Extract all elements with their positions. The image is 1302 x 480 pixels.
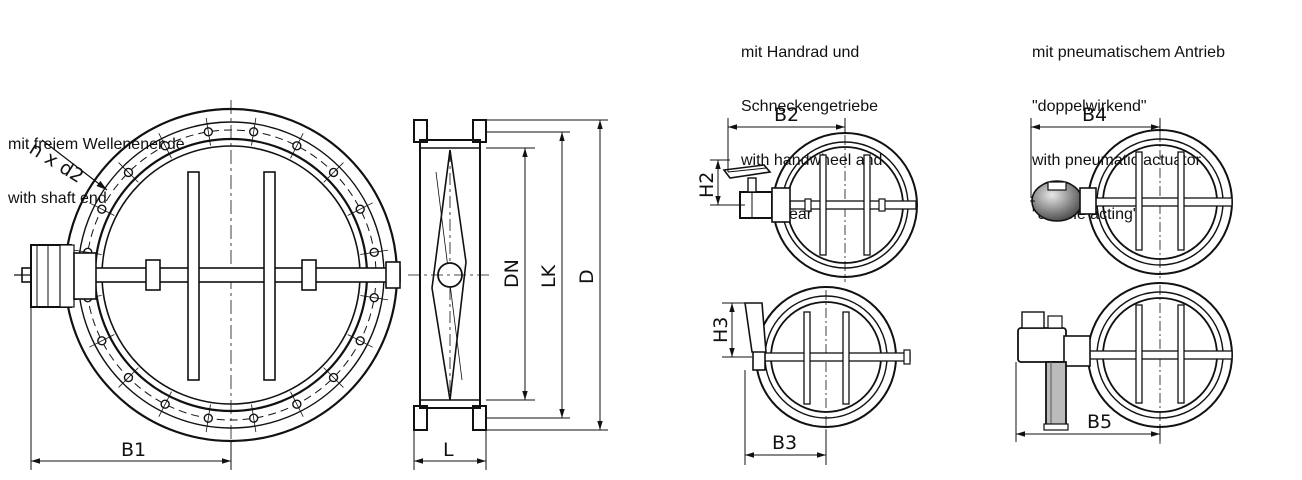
dimension-b3-label: B3 [772, 432, 797, 454]
dimension-b3-h3 [722, 302, 827, 465]
caption-pneumatic-line3: with pneumatic actuator [1032, 152, 1201, 169]
front-view-valve [14, 100, 401, 465]
bolt-callout: n x d2 [25, 138, 108, 191]
dimension-b2-label: B2 [774, 104, 799, 126]
bolt-tick [360, 295, 389, 301]
dimension-b2 [710, 118, 846, 206]
side-view-valve [408, 119, 492, 431]
caption-handwheel-line2: Schneckengetriebe [741, 98, 878, 115]
dimension-b1 [30, 307, 232, 470]
valve-pneumatic-top [1030, 129, 1233, 278]
bolt-tick [118, 162, 139, 183]
dimension-b4 [1030, 118, 1161, 198]
bolt-tick [251, 404, 257, 433]
bolt-tick [205, 404, 211, 433]
bolt-tick [323, 367, 344, 388]
bolt-tick [89, 202, 115, 216]
valve-handwheel-top [722, 132, 918, 282]
dimension-h2-label: H2 [696, 172, 718, 198]
bolt-tick [360, 249, 389, 255]
dimension-b4-label: B4 [1082, 104, 1107, 126]
bolt-tick [290, 391, 304, 417]
dimension-h3-label: H3 [710, 317, 732, 343]
dimension-lk-label: LK [538, 264, 560, 288]
dimension-d-label: D [576, 269, 598, 284]
bolt-tick [251, 117, 257, 146]
dimension-l [413, 430, 487, 470]
bolt-tick [290, 133, 304, 159]
dimension-b1-label: B1 [121, 439, 146, 461]
caption-pneumatic: mit pneumatischem Antrieb "doppelwirkend… [1032, 8, 1225, 242]
dimension-b5 [1015, 362, 1161, 442]
caption-pneumatic-line2: "doppelwirkend" [1032, 98, 1147, 115]
bolt-tick [158, 391, 172, 417]
bolt-tick [347, 334, 373, 348]
dimension-dn-label: DN [501, 259, 523, 288]
bolt-callout-label: n x d2 [25, 138, 87, 188]
bolt-tick [347, 202, 373, 216]
dimension-dn-lk-d [486, 119, 608, 431]
valve-pneumatic-bottom [1017, 282, 1233, 445]
bolt-tick [158, 133, 172, 159]
dimension-b5-label: B5 [1087, 411, 1112, 433]
caption-handwheel-line1: mit Handrad und [741, 44, 860, 61]
dimension-l-label: L [443, 439, 454, 461]
bolt-tick [323, 162, 344, 183]
bolt-tick [89, 334, 115, 348]
caption-pneumatic-line1: mit pneumatischem Antrieb [1032, 44, 1225, 61]
valve-lever-bottom [744, 286, 911, 440]
bolt-tick [118, 367, 139, 388]
bolt-tick [205, 117, 211, 146]
